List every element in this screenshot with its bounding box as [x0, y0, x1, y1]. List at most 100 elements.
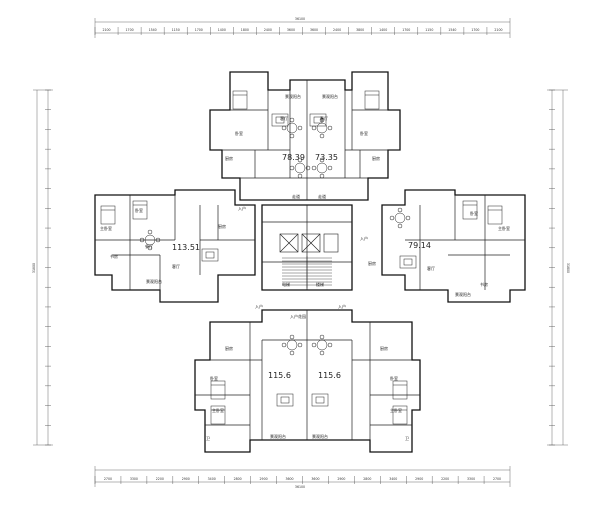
dining-table-5	[394, 212, 406, 224]
chair-3-3	[327, 342, 333, 348]
bottom-dim-label-6: 2900	[260, 477, 268, 481]
sofa-3	[399, 255, 417, 269]
chair-4-2	[139, 237, 145, 243]
chair-5-3	[405, 215, 411, 221]
chair-2-0	[289, 334, 295, 340]
room-label-bedroom-bottom-left: 卧室	[210, 375, 218, 381]
bottom-overall-dimension: 36100	[295, 485, 305, 489]
stair-treads	[282, 256, 332, 288]
chair-7-1	[319, 133, 325, 139]
room-label-kitchen-bottom-left: 厨房	[225, 345, 233, 351]
chair-2-1	[289, 350, 295, 356]
chair-7-3	[327, 125, 333, 131]
room-label-bedroom-right: 卧室	[470, 210, 478, 216]
area-label-top-left: 78.39	[282, 153, 305, 162]
coffee-table-2	[205, 251, 215, 259]
chair-6-1	[289, 133, 295, 139]
top-dim-label-8: 3600	[287, 28, 295, 32]
chair-1-1	[319, 173, 325, 179]
room-label-master-left: 主卧室	[100, 225, 112, 231]
bottom-dim-label-14: 3300	[467, 477, 475, 481]
bottom-dim-label-5: 2800	[234, 477, 242, 481]
chair-0-1	[297, 173, 303, 179]
room-label-dining-left: 餐厅	[145, 243, 153, 249]
top-dim-label-6: 1800	[241, 28, 249, 32]
room-label-study-left: 书房	[110, 253, 118, 259]
room-label-bedroom-top-left: 卧室	[235, 130, 243, 136]
room-label-household-bottom-left: 入户	[255, 303, 263, 309]
room-label-living-top-right: 客厅	[320, 115, 328, 121]
area-label-top-right: 73.35	[315, 153, 338, 162]
chair-6-2	[281, 125, 287, 131]
bottom-dim-label-13: 2200	[441, 477, 449, 481]
room-label-living-right: 客厅	[427, 265, 435, 271]
room-label-stair: 楼梯	[316, 281, 324, 287]
room-label-balcony-left: 景观阳台	[146, 278, 162, 284]
coffee-table-1	[315, 396, 325, 404]
bed-6	[210, 380, 226, 400]
coffee-table-5	[313, 116, 323, 124]
room-label-household-right: 入户	[360, 235, 368, 241]
chair-3-1	[319, 350, 325, 356]
bottom-dim-label-10: 2800	[363, 477, 371, 481]
chair-3-2	[311, 342, 317, 348]
top-dim-label-1: 1700	[126, 28, 134, 32]
room-label-household-bottom-right: 入户	[338, 303, 346, 309]
chair-4-3	[155, 237, 161, 243]
bottom-dim-label-1: 3300	[130, 477, 138, 481]
sofa-5	[309, 113, 327, 127]
room-label-bedroom-left: 卧室	[135, 207, 143, 213]
room-label-balcony-right: 景观阳台	[455, 291, 471, 297]
dining-table-7	[316, 122, 328, 134]
bottom-dim-label-9: 2900	[337, 477, 345, 481]
top-dim-label-9: 3600	[310, 28, 318, 32]
bottom-dim-label-0: 2700	[104, 477, 112, 481]
dining-table-0	[294, 162, 306, 174]
bed-4	[487, 205, 503, 225]
chair-0-2	[289, 165, 295, 171]
bottom-dim-label-15: 2700	[493, 477, 501, 481]
chair-7-2	[311, 125, 317, 131]
top-overall-dimension: 36100	[295, 17, 305, 21]
bottom-dim-label-12: 2900	[415, 477, 423, 481]
core-elevators	[279, 233, 339, 253]
chair-1-0	[319, 157, 325, 163]
area-label-left: 113.51	[172, 243, 200, 252]
area-label-right: 79.14	[408, 241, 431, 250]
dining-table-2	[286, 339, 298, 351]
room-label-kitchen-top-left: 厨房	[225, 155, 233, 161]
room-label-bedroom-bottom-right: 卧室	[390, 375, 398, 381]
room-label-balcony-bottom-left: 景观阳台	[270, 433, 286, 439]
top-dim-label-17: 2100	[494, 28, 502, 32]
room-label-corridor-top: 走道	[292, 193, 300, 199]
coffee-table-3	[403, 258, 413, 266]
chair-6-0	[289, 117, 295, 123]
bed-5	[462, 200, 478, 220]
chair-2-3	[297, 342, 303, 348]
chair-0-0	[297, 157, 303, 163]
top-dim-label-2: 1540	[149, 28, 157, 32]
top-dim-label-11: 3800	[356, 28, 364, 32]
chair-6-3	[297, 125, 303, 131]
top-dim-label-13: 1700	[402, 28, 410, 32]
bottom-dim-label-11: 3400	[389, 477, 397, 481]
room-label-bedroom-top-right: 卧室	[360, 130, 368, 136]
left-overall-dimension: 31800	[32, 263, 36, 273]
top-dim-label-14: 1150	[425, 28, 433, 32]
coffee-table-0	[280, 396, 290, 404]
sofa-1	[311, 393, 329, 407]
chair-5-2	[389, 215, 395, 221]
chair-2-2	[281, 342, 287, 348]
bed-0	[232, 90, 248, 110]
room-label-master-bottom-left: 主卧室	[212, 407, 224, 413]
interior-partitions	[95, 80, 525, 440]
bed-2	[100, 205, 116, 225]
bed-7	[392, 380, 408, 400]
room-label-master-right: 主卧室	[498, 225, 510, 231]
chair-5-1	[397, 223, 403, 229]
room-label-toilet-bottom-left: 卫	[206, 436, 210, 441]
chair-1-3	[327, 165, 333, 171]
